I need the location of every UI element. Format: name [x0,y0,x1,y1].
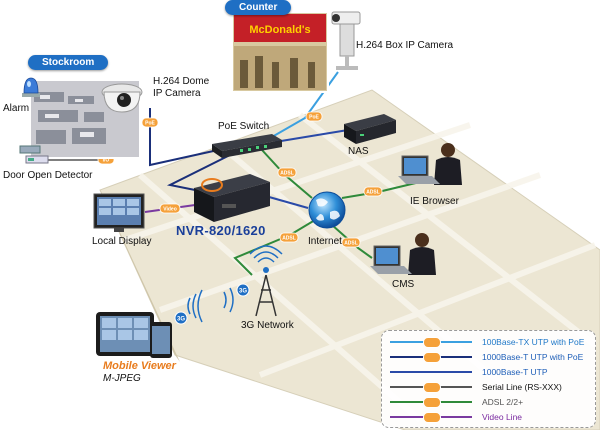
svg-text:Video: Video [163,207,177,213]
legend-row-video: Video Line [390,410,590,424]
svg-text:I/O: I/O [103,158,110,164]
badge-video-display: Video [159,203,181,214]
legend-badge [423,352,441,363]
door-detector-icon [19,145,49,164]
store-sign: McDonald's [249,24,310,36]
alarm-icon [22,77,40,97]
legend: 100Base-TX UTP with PoE 1000Base-T UTP w… [381,330,596,428]
counter-photo: McDonald's [231,11,329,93]
svg-text:ADSL: ADSL [344,241,358,247]
mobile-viewer-label: Mobile Viewer [103,360,176,372]
legend-row-100base-poe: 100Base-TX UTP with PoE [390,335,590,349]
line-internet-cms [331,224,373,259]
badge-3g-tower: 3G [236,283,250,297]
mjpeg-label: M-JPEG [103,373,141,384]
legend-label: Serial Line (RS-XXX) [482,382,562,392]
line-switch-nas [274,129,349,143]
svg-text:3G: 3G [177,317,185,323]
local-display-label: Local Display [92,236,152,247]
ie-browser-workstation-icon [398,143,462,185]
dome-camera-label-line1: H.264 Dome [153,76,210,87]
legend-row-1000base: 1000Base-T UTP [390,365,590,379]
cms-label: CMS [392,279,415,290]
legend-row-adsl: ADSL 2/2+ [390,395,590,409]
box-camera-label: H.264 Box IP Camera [356,40,454,51]
dome-camera-icon [101,83,143,113]
stockroom-tag: Stockroom [28,55,109,70]
legend-swatch [390,371,472,373]
wireless-waves-icon [187,287,234,323]
legend-label: 1000Base-T UTP with PoE [482,352,584,362]
legend-badge [423,382,441,393]
svg-text:ADSL: ADSL [366,190,380,196]
svg-text:ADSL: ADSL [282,236,296,242]
legend-row-serial: Serial Line (RS-XXX) [390,380,590,394]
stockroom-photo [29,79,141,159]
dome-camera-label-line2: IP Camera [153,88,201,99]
svg-text:PoE: PoE [145,121,155,127]
nas-label: NAS [348,146,369,157]
legend-label: 1000Base-T UTP [482,367,548,377]
svg-text:3G: 3G [239,289,247,295]
legend-label: ADSL 2/2+ [482,397,524,407]
svg-text:ADSL: ADSL [280,171,294,177]
nvr-label: NVR-820/1620 [176,223,266,238]
legend-label: Video Line [482,412,523,422]
local-display-icon [93,193,145,232]
legend-row-1000base-poe: 1000Base-T UTP with PoE [390,350,590,364]
legend-badge [423,397,441,408]
internet-label: Internet [308,236,342,247]
badge-adsl-switch: ADSL [277,167,297,178]
badge-adsl-ie: ADSL [363,186,383,197]
mobile-viewer-device-icon [96,312,172,358]
legend-badge [423,412,441,423]
svg-text:PoE: PoE [309,115,319,121]
badge-adsl-cms: ADSL [341,237,361,248]
3g-tower-icon [249,245,283,317]
door-detector-label: Door Open Detector [3,170,93,181]
legend-label: 100Base-TX UTP with PoE [482,337,585,347]
nas-icon [344,114,396,144]
cms-workstation-icon [370,233,436,275]
legend-badge [423,337,441,348]
poe-switch-icon [212,134,282,158]
poe-switch-label: PoE Switch [218,121,270,132]
box-camera-icon [331,11,361,70]
badge-3g-mobile: 3G [174,311,188,325]
badge-poe-boxcam: PoE [305,111,323,122]
alarm-label: Alarm [3,103,30,114]
badge-adsl-3g: ADSL [279,232,299,243]
line-switch-nvr [166,154,231,191]
badge-poe-dome: PoE [141,117,159,128]
ie-browser-label: IE Browser [410,196,459,207]
internet-globe-icon [308,191,346,229]
3g-network-label: 3G Network [241,320,294,331]
counter-tag: Counter [225,0,292,15]
nvr-icon [194,174,270,222]
